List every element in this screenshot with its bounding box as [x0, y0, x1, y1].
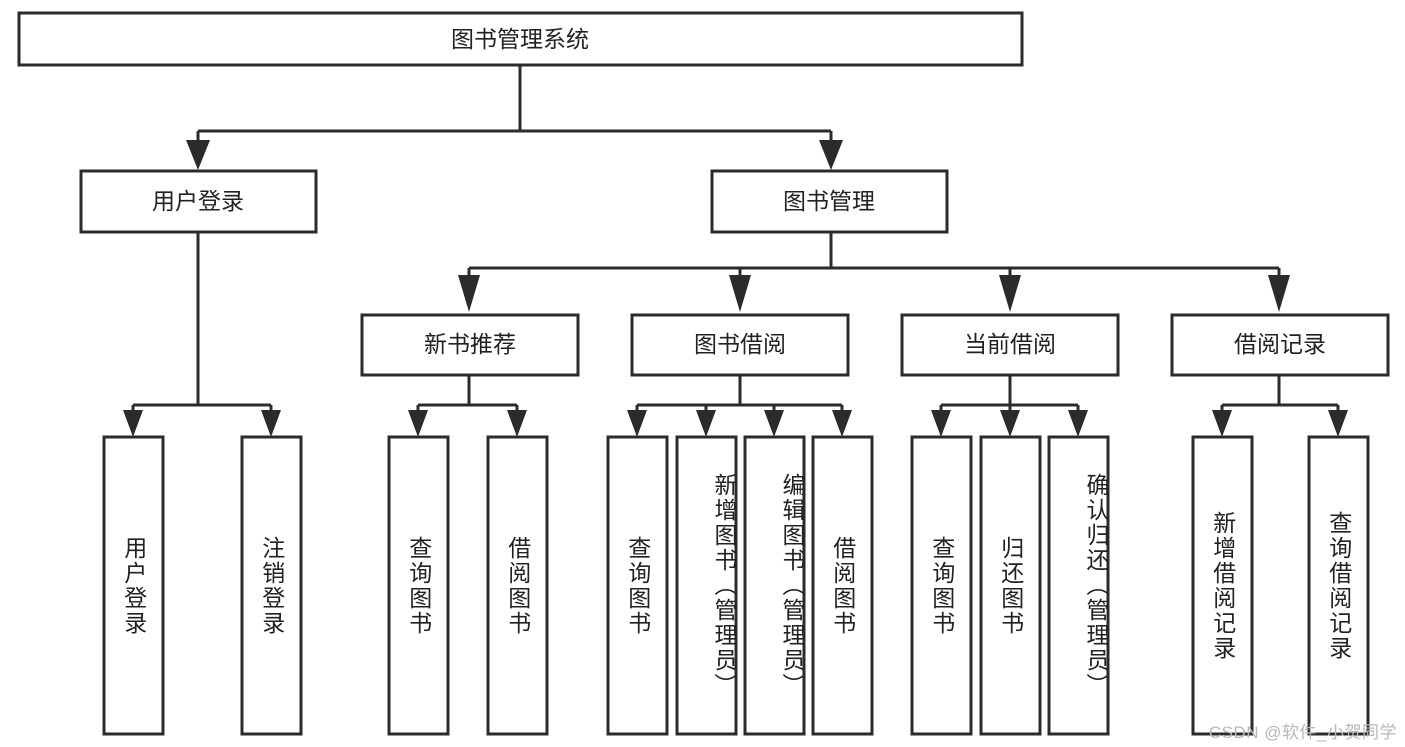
arrowhead-br-leaf-2	[1328, 410, 1348, 437]
arrowhead-br-leaf-1	[1212, 410, 1232, 437]
arrowhead-bb-leaf-4	[832, 410, 852, 437]
arrowhead-borrow-book	[729, 275, 751, 312]
node-box-borrow-book[interactable]	[630, 313, 850, 377]
label-borrow-record: 借阅记录	[1234, 331, 1326, 357]
label-book-manage: 图书管理	[783, 188, 875, 214]
arrowhead-book-manage	[819, 140, 843, 170]
arrowhead-current-borrow	[999, 275, 1021, 312]
node-box-leaf-0[interactable]	[102, 435, 165, 736]
connector-group-current-borrow	[931, 376, 1088, 437]
node-box-borrow-record[interactable]	[1170, 313, 1390, 377]
node-box-leaf-9[interactable]	[979, 435, 1042, 736]
node-box-leaf-6[interactable]	[743, 435, 806, 736]
arrowhead-bb-leaf-1	[627, 410, 647, 437]
arrowhead-cb-leaf-1	[931, 410, 951, 437]
node-labels-horizontal: 图书管理系统 用户登录 图书管理 新书推荐 图书借阅 当前借阅 借阅记录	[152, 26, 1326, 357]
node-box-leaf-7[interactable]	[811, 435, 874, 736]
label-new-book: 新书推荐	[424, 331, 516, 357]
arrowhead-bb-leaf-2	[696, 410, 716, 437]
node-box-new-book[interactable]	[360, 313, 580, 377]
arrowhead-nb-leaf-1	[408, 410, 428, 437]
label-borrow-book: 图书借阅	[694, 331, 786, 357]
arrowhead-cb-leaf-2	[1000, 410, 1020, 437]
node-box-root[interactable]	[17, 11, 1024, 67]
arrowhead-user-login	[186, 140, 210, 170]
node-box-user-login[interactable]	[79, 169, 318, 234]
node-box-leaf-12[interactable]	[1307, 435, 1370, 736]
arrowhead-borrow-record	[1268, 275, 1290, 312]
connector-group-root	[186, 66, 843, 170]
arrowhead-bb-leaf-3	[764, 410, 784, 437]
label-user-login: 用户登录	[152, 188, 244, 214]
arrowhead-leaf-logout	[261, 410, 281, 437]
label-root: 图书管理系统	[451, 26, 589, 52]
connector-group-borrow-book	[627, 376, 852, 437]
node-box-leaf-2[interactable]	[387, 435, 450, 736]
label-current-borrow: 当前借阅	[964, 331, 1056, 357]
node-box-leaf-3[interactable]	[486, 435, 549, 736]
node-box-leaf-10[interactable]	[1047, 435, 1110, 736]
connector-group-borrow-record	[1212, 376, 1348, 437]
node-box-book-manage[interactable]	[710, 169, 949, 234]
arrowhead-cb-leaf-3	[1068, 410, 1088, 437]
arrowhead-new-book	[458, 275, 480, 312]
arrowhead-leaf-user-login	[123, 410, 143, 437]
arrowhead-nb-leaf-2	[507, 410, 527, 437]
node-box-current-borrow[interactable]	[900, 313, 1120, 377]
node-boxes	[17, 11, 1390, 736]
connector-group-user-login	[123, 233, 281, 437]
connector-group-new-book	[408, 376, 527, 437]
node-box-leaf-5[interactable]	[675, 435, 738, 736]
node-box-leaf-4[interactable]	[606, 435, 669, 736]
node-box-leaf-1[interactable]	[240, 435, 303, 736]
watermark-text: CSDN @软件_小贺同学	[1208, 723, 1397, 742]
node-box-leaf-11[interactable]	[1191, 435, 1254, 736]
connector-group-book-manage	[458, 233, 1290, 312]
node-box-leaf-8[interactable]	[910, 435, 973, 736]
